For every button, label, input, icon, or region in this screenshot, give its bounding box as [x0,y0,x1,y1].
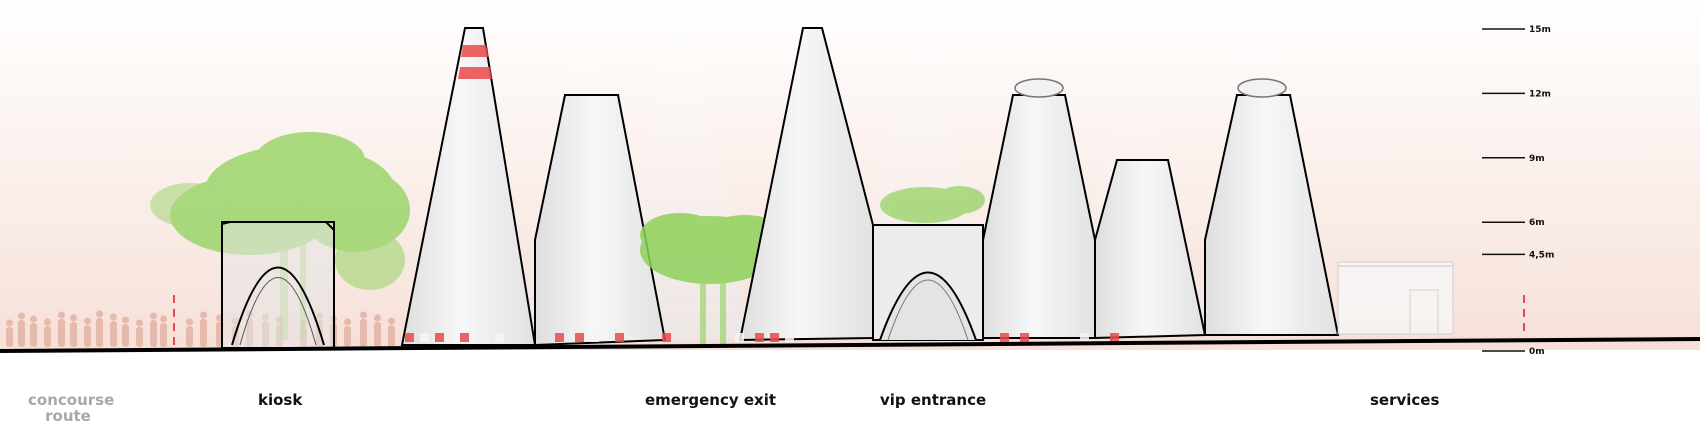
person-head [30,315,37,323]
dome-skylight [1014,78,1064,98]
person-silhouette [84,325,91,347]
person-head [58,311,65,319]
person-head [84,317,91,325]
person-head [186,318,193,326]
person-head [122,316,129,324]
person-silhouette [58,319,65,347]
person-silhouette [344,326,351,347]
dome-skylight [1237,78,1287,98]
barrier-block [615,333,624,342]
person-head [374,314,381,322]
label-emergency-exit: emergency exit [645,391,777,409]
scale-label: 6m [1529,218,1545,228]
tree-vip [880,186,985,223]
barrier-block [495,333,504,342]
person-silhouette [374,322,381,347]
label-vip-entrance: vip entrance [880,391,987,409]
barrier-block [785,333,794,342]
cone-tower-5 [1094,159,1207,340]
person-silhouette [160,323,167,347]
label-kiosk: kiosk [258,391,303,409]
person-head [344,318,351,326]
person-head [44,318,51,326]
person-silhouette [44,326,51,347]
person-silhouette [122,324,129,347]
ground-line [0,337,1700,353]
barrier-block [1110,333,1119,342]
barrier-block [662,333,671,342]
person-silhouette [18,320,25,347]
barrier-block [735,333,744,342]
barrier-block [755,333,764,342]
services-building [1337,261,1454,335]
person-head [70,314,77,322]
person-head [388,317,395,325]
barrier-block [1020,333,1029,342]
person-silhouette [360,319,367,347]
cone-tower-6 [1204,78,1340,336]
barrier-block [420,333,429,342]
barrier-block [590,333,599,342]
scale-label: 9m [1529,154,1545,164]
scale-label: 15m [1529,25,1551,35]
person-silhouette [186,326,193,347]
barrier-block [575,333,584,342]
cone-tower-2 [534,94,667,347]
person-silhouette [110,321,117,347]
barrier-block [555,333,564,342]
person-head [360,311,367,319]
barrier-block [1080,333,1089,342]
scale-label: 12m [1529,89,1551,99]
person-head [6,319,13,327]
person-head [18,312,25,320]
barrier-block [460,333,469,342]
person-silhouette [96,318,103,347]
person-silhouette [150,320,157,347]
red-poles [173,295,1525,345]
person-head [136,319,143,327]
person-silhouette [6,327,13,347]
person-silhouette [136,327,143,347]
kiosk-building [221,221,335,349]
person-head [110,313,117,321]
height-scale: 15m 12m 9m 6m 4,5m 0m [1482,25,1554,357]
barriers [405,333,1119,342]
scale-label: 0m [1529,347,1545,357]
person-head [96,310,103,318]
person-head [200,311,207,319]
barrier-block [770,333,779,342]
red-stripe [461,45,489,57]
person-silhouette [30,323,37,347]
barrier-block [1000,333,1009,342]
scale-label: 4,5m [1529,250,1554,260]
person-silhouette [200,319,207,347]
person-head [160,315,167,323]
person-head [150,312,157,320]
barrier-block [405,333,414,342]
person-silhouette [70,322,77,347]
vip-entrance-building [872,224,984,341]
red-stripe [458,67,492,79]
label-services: services [1370,391,1440,409]
barrier-block [435,333,444,342]
person-silhouette [388,325,395,347]
